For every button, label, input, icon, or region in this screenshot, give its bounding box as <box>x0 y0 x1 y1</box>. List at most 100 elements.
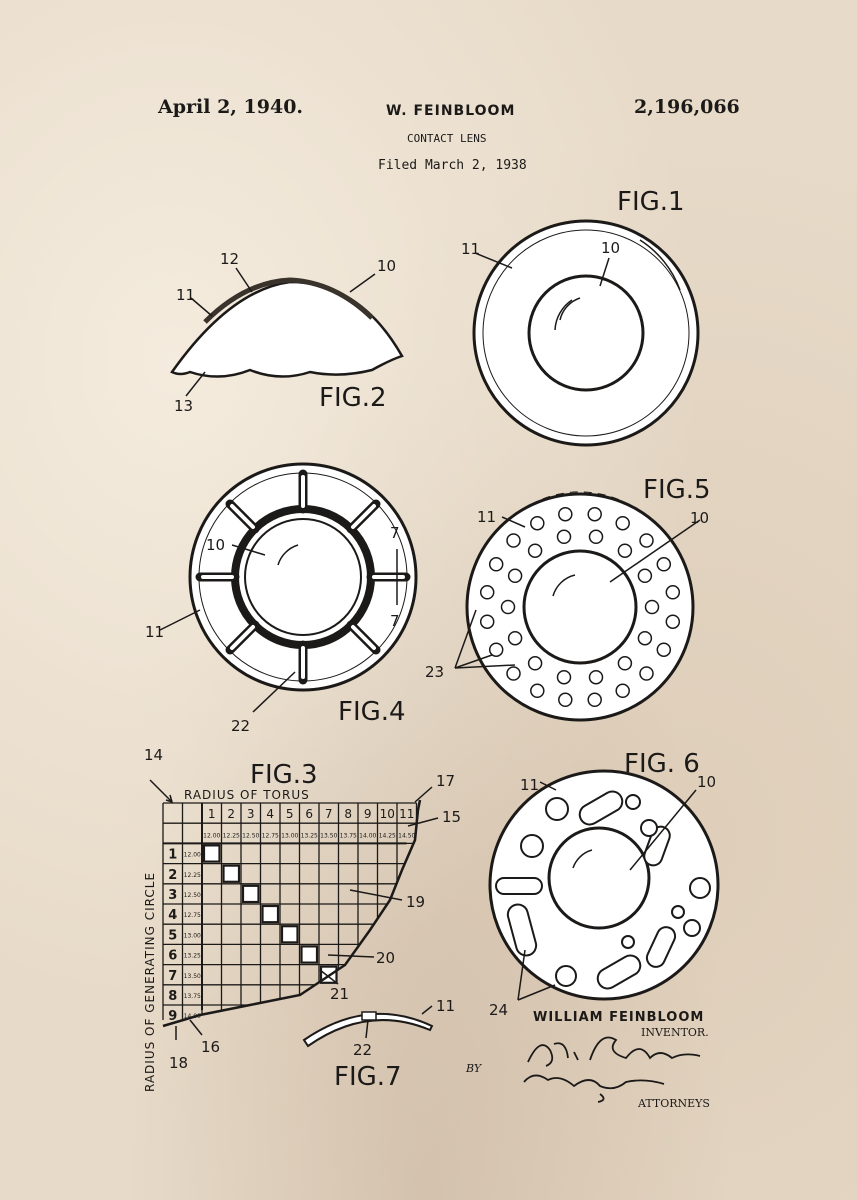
fig3-table-label: 13.75 <box>340 832 357 839</box>
fig5-hole <box>639 533 654 548</box>
patent-title: CONTACT LENS <box>407 132 487 145</box>
fig3-table-label: 10 <box>380 807 395 821</box>
fig3-table-label: 6 <box>305 807 313 821</box>
fig3-label: FIG.3 <box>250 760 318 790</box>
fig3-table-label: 14.25 <box>379 832 396 839</box>
fig5-hole <box>656 642 672 657</box>
fig1-drawing <box>472 219 700 447</box>
fig1-ref-10: 10 <box>601 239 620 257</box>
fig3-ref-16: 16 <box>201 1038 220 1056</box>
fig4-ref-10: 10 <box>206 536 225 554</box>
inventor-name: W. FEINBLOOM <box>386 103 516 119</box>
fig5-hole <box>558 692 573 708</box>
fig5-hole <box>506 666 521 681</box>
fig5-hole <box>500 599 516 615</box>
fig3-table-label: 12.75 <box>184 912 201 919</box>
fig3-table-label: 4 <box>266 807 274 821</box>
fig6-ref-24: 24 <box>489 1001 508 1019</box>
fig5-hole <box>507 630 523 646</box>
fig5-hole <box>527 656 543 671</box>
fig5-hole <box>637 568 653 584</box>
fig7-ref-11: 11 <box>436 997 455 1015</box>
fig2-ref-13: 13 <box>174 397 193 415</box>
fig5-hole <box>617 656 633 671</box>
fig3-ref-19: 19 <box>406 893 425 911</box>
fig5-hole <box>558 506 573 522</box>
fig5-hole <box>656 557 672 572</box>
fig4-ref-22: 22 <box>231 717 250 735</box>
fig5-ref-10: 10 <box>690 509 709 527</box>
fig3-diagonal-cell <box>280 925 299 944</box>
fig4-ref-7-bottom: 7 <box>390 612 400 630</box>
fig5-hole <box>587 506 602 522</box>
fig3-table-label: 4 <box>168 908 177 923</box>
fig5-hole <box>556 669 572 685</box>
fig3-table-label: 13.25 <box>184 953 201 960</box>
fig5-hole <box>615 515 630 531</box>
fig3-table-label: 11 <box>399 807 414 821</box>
fig6-drawing <box>488 769 720 1001</box>
fig3-diagonal-cell <box>241 884 260 904</box>
fig2-ref-12: 12 <box>220 250 239 268</box>
fig6-label: FIG. 6 <box>624 749 700 779</box>
fig3-table-label: 14.50 <box>398 832 415 839</box>
fig3-table-label: 12.25 <box>223 832 240 839</box>
fig3-table-label: 13.50 <box>184 973 201 980</box>
fig3-diagonal-cell <box>261 904 280 924</box>
fig5-hole <box>530 515 545 531</box>
fig5-label: FIG.5 <box>643 475 711 505</box>
fig3-ref-17: 17 <box>436 772 455 790</box>
fig3-table-label: 3 <box>247 807 255 821</box>
fig2-drawing <box>170 267 404 397</box>
fig5-hole <box>588 669 604 685</box>
fig3-table-label: 12.75 <box>262 832 279 839</box>
fig4-ref-7-top: 7 <box>390 524 400 542</box>
fig3-table-label: 13.75 <box>184 993 201 1000</box>
fig3-table-label: 2 <box>168 868 177 883</box>
fig5-hole <box>644 599 660 615</box>
fig7-ref-22: 22 <box>353 1041 372 1059</box>
fig3-table-label: 12.50 <box>242 832 259 839</box>
fig3-table-label: 7 <box>325 807 333 821</box>
fig5-hole <box>479 585 495 600</box>
fig3-table-label: 2 <box>227 807 235 821</box>
fig5-hole <box>617 543 633 558</box>
fig5-hole <box>637 630 653 646</box>
fig3-table-label: 9 <box>168 1009 177 1024</box>
fig4-label: FIG.4 <box>338 697 406 727</box>
fig3-table-label: 14.00 <box>359 832 376 839</box>
patent-date: April 2, 1940. <box>158 96 304 118</box>
fig3-table-label: 8 <box>168 989 177 1004</box>
fig2-ref-11: 11 <box>176 286 195 304</box>
fig2-label: FIG.2 <box>319 383 387 413</box>
fig5-hole <box>506 533 521 548</box>
fig5-hole <box>615 683 630 699</box>
fig3-ref-21: 21 <box>330 985 349 1003</box>
signature-name: WILLIAM FEINBLOOM <box>533 1010 705 1025</box>
patent-number: 2,196,066 <box>634 96 740 118</box>
fig1-label: FIG.1 <box>617 187 685 217</box>
fig3-table-label: 9 <box>364 807 372 821</box>
fig5-drawing <box>454 491 701 722</box>
fig5-ref-23: 23 <box>425 663 444 681</box>
fig3-drawing <box>149 779 439 1040</box>
fig7-drawing <box>302 1005 434 1048</box>
fig3-ref-14: 14 <box>144 746 163 764</box>
fig1-ref-11: 11 <box>461 240 480 258</box>
fig3-side-heading: RADIUS OF GENERATING CIRCLE <box>143 872 157 1092</box>
fig3-table-label: 8 <box>344 807 352 821</box>
fig6-ref-11: 11 <box>520 776 539 794</box>
fig5-hole <box>665 585 681 600</box>
fig3-table-label: 12.00 <box>184 852 201 859</box>
fig4-ref-11: 11 <box>145 623 164 641</box>
fig3-table-label: 13.50 <box>320 832 337 839</box>
fig5-hole <box>488 642 504 657</box>
fig5-hole <box>527 543 543 558</box>
fig3-table-label: 3 <box>168 888 177 903</box>
fig3-table-label: 12.50 <box>184 892 201 899</box>
fig3-ref-20: 20 <box>376 949 395 967</box>
fig3-diagonal-cell <box>222 864 241 883</box>
fig5-hole <box>556 529 572 545</box>
